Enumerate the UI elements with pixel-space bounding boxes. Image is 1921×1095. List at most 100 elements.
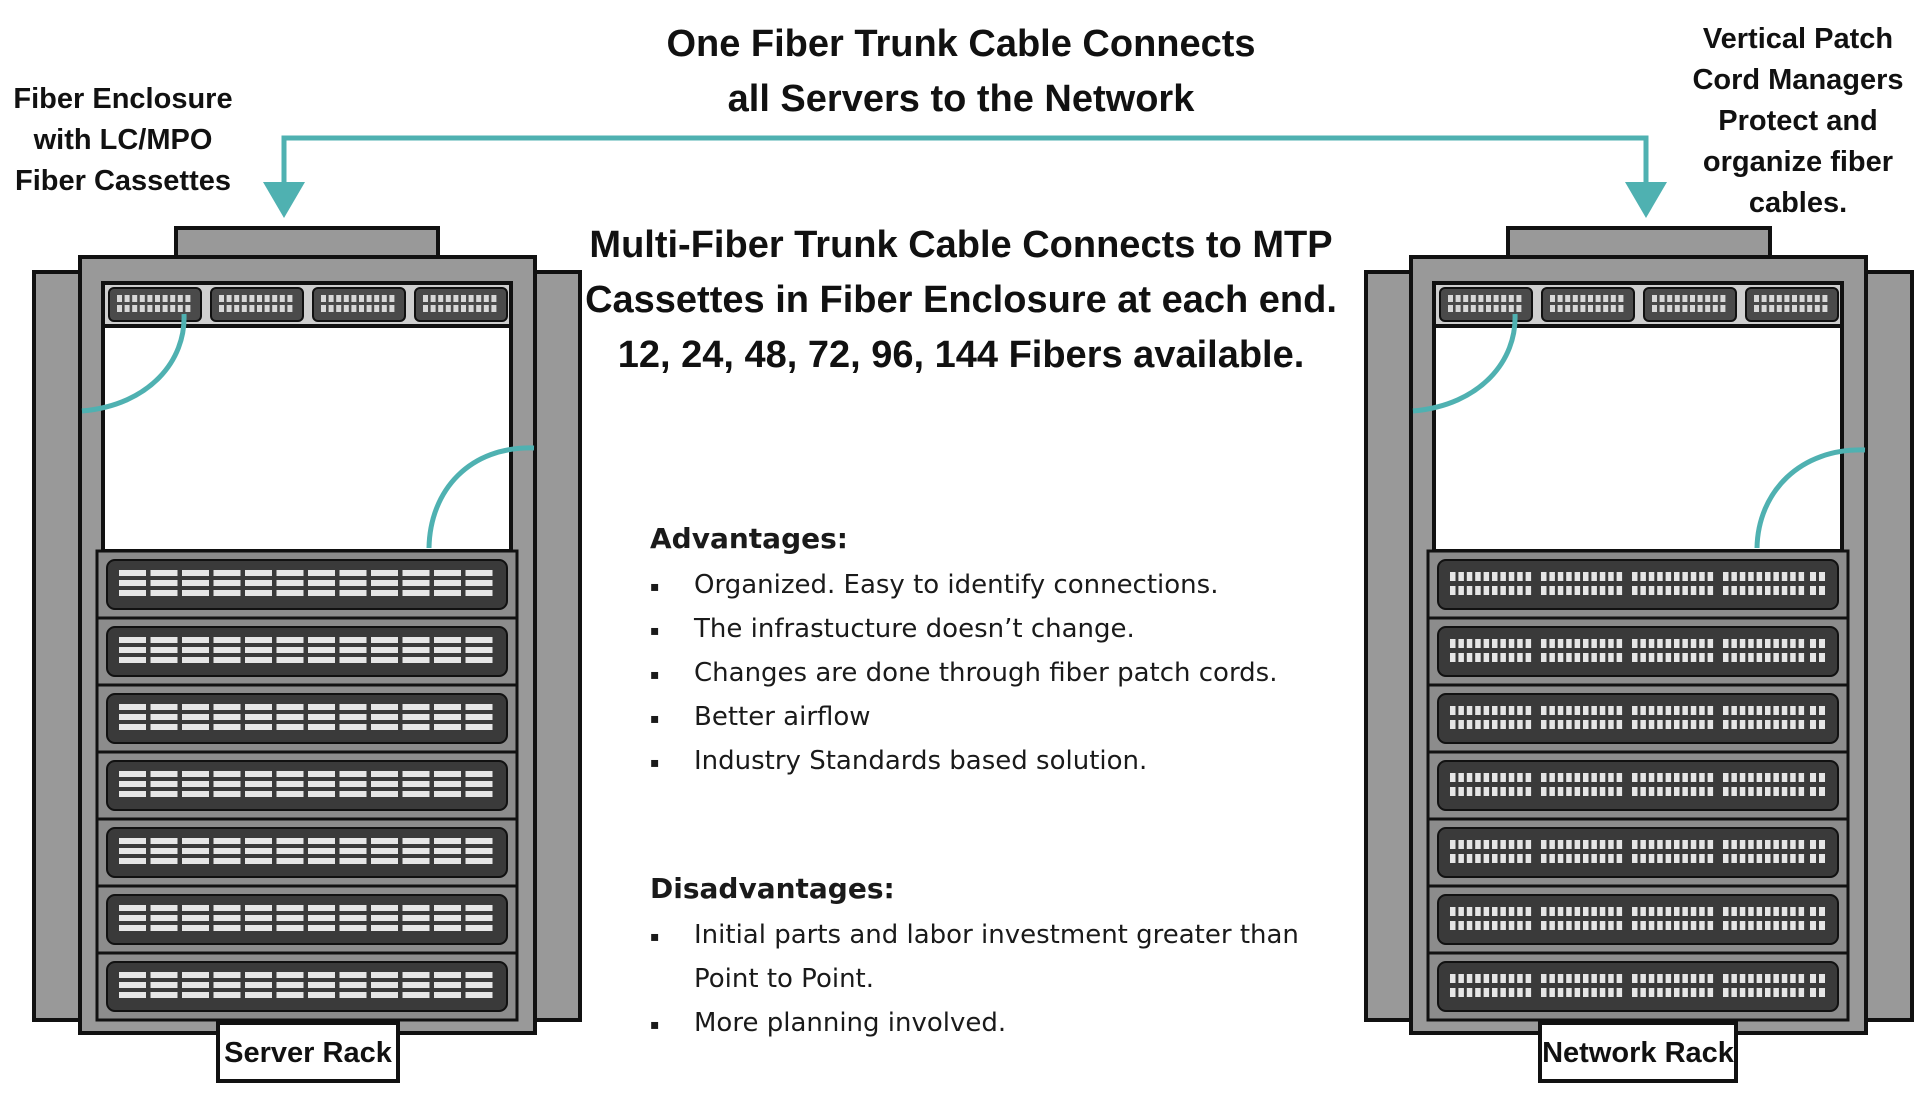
network-port <box>1616 586 1623 595</box>
network-port <box>1731 586 1737 595</box>
server-port <box>276 915 304 921</box>
network-port <box>1648 773 1655 782</box>
network-port <box>1640 639 1646 648</box>
network-port <box>1517 773 1523 782</box>
server-cassette-port <box>264 305 270 312</box>
server-port <box>371 848 398 854</box>
network-port <box>1790 854 1796 863</box>
network-port <box>1517 787 1523 796</box>
network-cassette-port <box>1674 305 1680 312</box>
network-port <box>1682 720 1688 729</box>
network-port <box>1674 653 1680 662</box>
server-port <box>276 972 304 978</box>
disadvantages-heading: Disadvantages: <box>650 872 895 905</box>
network-port <box>1525 974 1532 983</box>
network-port <box>1483 639 1490 648</box>
network-port <box>1682 773 1688 782</box>
network-port <box>1525 854 1532 863</box>
network-port <box>1723 921 1729 930</box>
network-port <box>1665 773 1672 782</box>
server-port <box>465 858 493 864</box>
server-port <box>339 637 367 643</box>
network-cassette-port <box>1478 305 1484 312</box>
network-port <box>1731 773 1737 782</box>
server-port <box>119 858 146 864</box>
network-port <box>1739 572 1746 581</box>
network-port <box>1608 921 1614 930</box>
network-port <box>1739 773 1746 782</box>
network-port <box>1525 572 1532 581</box>
network-port <box>1690 907 1697 916</box>
network-patch-cord-1 <box>1412 313 1518 414</box>
advantages-item-5: Industry Standards based solution. <box>694 746 1147 776</box>
network-port <box>1773 988 1779 997</box>
server-port <box>434 724 461 730</box>
network-cassette-port <box>1448 305 1453 312</box>
network-uplink-port <box>1819 854 1825 863</box>
network-port <box>1557 572 1564 581</box>
network-port <box>1517 840 1523 849</box>
server-cassette-port <box>491 305 497 312</box>
network-port <box>1748 773 1754 782</box>
server-port <box>308 972 335 978</box>
network-unit-panel <box>1437 626 1839 677</box>
server-port <box>119 704 146 710</box>
network-port <box>1756 586 1763 595</box>
advantages-section: Advantages: ▪ Organized. Easy to identif… <box>650 522 1278 776</box>
network-cassette-port <box>1463 295 1469 302</box>
network-uplink-port <box>1810 720 1816 729</box>
server-port <box>308 714 335 720</box>
right-arrowhead <box>1625 182 1667 218</box>
network-port <box>1450 653 1456 662</box>
server-port <box>119 915 146 921</box>
network-port <box>1790 639 1796 648</box>
network-port <box>1466 787 1473 796</box>
network-port <box>1790 921 1796 930</box>
server-cassette-port <box>468 305 474 312</box>
network-port <box>1500 706 1506 715</box>
network-port <box>1674 572 1680 581</box>
network-port <box>1458 907 1464 916</box>
network-port <box>1591 773 1597 782</box>
network-cassette-port <box>1463 305 1469 312</box>
network-uplink-port <box>1819 840 1825 849</box>
network-port <box>1608 706 1614 715</box>
network-port <box>1756 854 1763 863</box>
network-cassette-port <box>1486 295 1491 302</box>
server-port <box>465 838 493 844</box>
network-port <box>1475 988 1481 997</box>
network-port <box>1517 639 1523 648</box>
server-port <box>276 771 304 777</box>
advantages-heading: Advantages: <box>650 522 848 555</box>
network-port <box>1591 988 1597 997</box>
server-port <box>245 704 272 710</box>
network-port <box>1517 706 1523 715</box>
server-port <box>119 647 146 653</box>
server-cassette-port <box>249 295 255 302</box>
network-cassette-port <box>1814 295 1820 302</box>
network-port <box>1781 787 1788 796</box>
network-cassette-4 <box>1745 287 1839 322</box>
network-rack-label: Network Rack <box>1542 1037 1735 1069</box>
network-port <box>1781 921 1788 930</box>
network-port <box>1640 586 1646 595</box>
network-port <box>1608 720 1614 729</box>
server-port <box>150 704 178 710</box>
network-cassette-port <box>1769 305 1775 312</box>
server-port <box>339 972 367 978</box>
server-port <box>402 982 430 988</box>
server-port <box>276 647 304 653</box>
server-port <box>339 838 367 844</box>
network-port <box>1731 720 1737 729</box>
server-port <box>276 570 304 576</box>
network-port <box>1707 773 1714 782</box>
network-port <box>1549 854 1555 863</box>
network-port <box>1574 907 1581 916</box>
network-port <box>1707 720 1714 729</box>
server-port <box>150 647 178 653</box>
network-port <box>1525 653 1532 662</box>
server-port <box>276 724 304 730</box>
server-port <box>182 781 209 787</box>
network-port <box>1773 586 1779 595</box>
network-port <box>1557 639 1564 648</box>
